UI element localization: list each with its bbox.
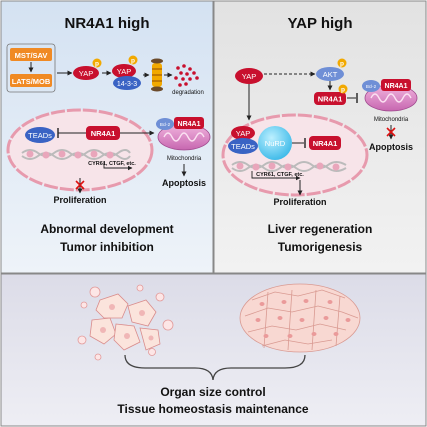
bcl2-node: [362, 80, 380, 92]
nr4a1-mito-node: [174, 117, 204, 129]
proliferating-cells-illustration: [239, 283, 361, 353]
yap-node: [73, 66, 99, 80]
mst-sav-label: MST/SAV: [15, 51, 48, 60]
blocked-x-icon: [75, 180, 85, 190]
mst-sav-badge: [10, 48, 52, 61]
phospho-label: p: [341, 87, 345, 94]
dna-strand-icon: [21, 149, 131, 160]
right-outcome-1: Liver regeneration: [268, 222, 373, 236]
nr4a1-cyto-label: NR4A1: [318, 95, 343, 104]
left-apoptosis-label: Apoptosis: [162, 178, 206, 188]
yap-bound-label: YAP: [117, 67, 131, 76]
mitochondria-label: Mitochondria: [167, 156, 202, 162]
yap-nuclear-label: YAP: [236, 129, 250, 138]
teads-label: TEADs: [28, 131, 52, 140]
target-genes-label: CYR61, CTGF, etc.: [256, 172, 304, 178]
nurd-node: [258, 126, 292, 160]
bracket-connector: [124, 354, 306, 381]
left-proliferation-label: Proliferation: [53, 195, 106, 205]
phospho-label: p: [95, 61, 99, 68]
mitochondria-label: Mitochondria: [374, 117, 409, 123]
yap-label: YAP: [79, 69, 93, 78]
transcription-arrow: [103, 162, 133, 171]
phospho-label: p: [131, 58, 135, 65]
right-outcome-2: Tumorigenesis: [278, 240, 363, 254]
nr4a1-mito-label: NR4A1: [385, 83, 408, 90]
yap-bound-node: [112, 64, 136, 78]
degradation-fragments-icon: [174, 64, 199, 87]
teads-label: TEADs: [231, 142, 255, 151]
left-outcome-1: Abnormal development: [40, 222, 173, 236]
lats-mob-badge: [10, 74, 52, 87]
yap-label: YAP: [242, 72, 256, 81]
dna-strand-icon: [231, 161, 347, 172]
bottom-outcome-1: Organ size control: [160, 385, 265, 399]
akt-node: [316, 67, 344, 81]
degradation-label: degradation: [172, 90, 204, 96]
akt-label: AKT: [323, 70, 338, 79]
apoptotic-cells-illustration: [77, 284, 174, 361]
bcl2-label: Bcl-2: [160, 122, 171, 127]
yap-node: [235, 68, 263, 84]
lats-mob-label: LATS/MOB: [12, 77, 51, 86]
upstream-kinase-box: [6, 43, 56, 93]
nr4a1-nuclear-node: [86, 126, 120, 140]
phospho-badge: [128, 55, 138, 65]
bcl2-label: Bcl-2: [366, 84, 377, 89]
nr4a1-nuclear-node: [309, 136, 341, 150]
nr4a1-nuclear-label: NR4A1: [91, 129, 116, 138]
right-panel-title: YAP high: [287, 15, 352, 32]
left-panel-title: NR4A1 high: [64, 15, 149, 32]
teads-node: [25, 127, 55, 143]
nr4a1-nuclear-label: NR4A1: [313, 139, 338, 148]
blocked-x-icon: [386, 127, 396, 137]
right-nucleus: [221, 113, 369, 197]
yap-nuclear-node: [231, 126, 255, 140]
target-genes-label: CYR61, CTGF, etc.: [88, 161, 136, 167]
right-proliferation-label: Proliferation: [273, 197, 326, 207]
protein-14-3-3-label: 14-3-3: [117, 81, 137, 88]
bcl2-node: [156, 118, 174, 130]
nr4a1-cyto-node: [314, 92, 346, 105]
phospho-badge: [92, 58, 102, 68]
protein-14-3-3-node: [113, 76, 141, 90]
proteasome-icon: [151, 58, 163, 92]
phospho-label: p: [340, 61, 344, 68]
bottom-panel-background: [0, 273, 427, 427]
teads-node: [228, 138, 258, 154]
phospho-badge: [338, 84, 348, 94]
left-outcome-2: Tumor inhibition: [60, 240, 154, 254]
bottom-outcome-2: Tissue homeostasis maintenance: [117, 402, 309, 416]
transcription-arrow: [251, 171, 301, 181]
phospho-badge: [337, 58, 347, 68]
right-apoptosis-label: Apoptosis: [369, 142, 413, 152]
nr4a1-mito-node: [381, 79, 411, 91]
nr4a1-mito-label: NR4A1: [178, 121, 201, 128]
nurd-label: NuRD: [265, 139, 286, 148]
